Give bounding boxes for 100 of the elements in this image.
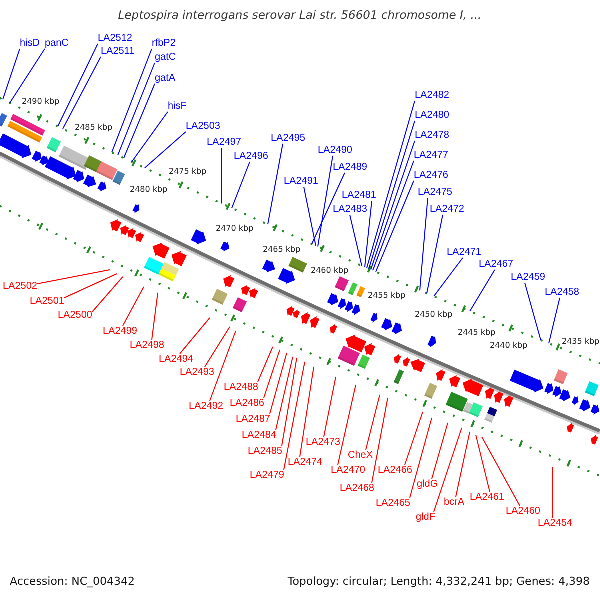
scale-label: 2460 kbp [311,266,349,276]
leader-line [410,418,432,498]
leader-line [180,318,210,354]
gene-label: LA2482 [415,90,450,101]
leader-line [350,214,362,266]
leader-line [282,358,298,446]
gene-label: LA2484 [242,430,276,441]
gene-label: LA2481 [342,190,376,201]
leader-line [548,298,560,344]
leader-line [376,180,414,272]
gene-label: LA2470 [331,465,366,476]
leader-line [318,156,334,248]
leader-line [404,412,424,466]
title: Leptospira interrogans serovar Lai str. 56601 chromosome I, ... [117,8,483,22]
leader-line [420,198,428,292]
gene-label: LA2512 [98,33,132,44]
gene-label: LA2491 [284,176,318,187]
leader-line [482,436,520,506]
gene-label: LA2477 [414,150,448,161]
gene-label: LA2493 [180,367,214,378]
leader-line [476,434,490,492]
gene-label: LA2485 [248,446,282,457]
leader-line [426,214,444,294]
leader-line [470,270,496,312]
leader-line [2,48,20,100]
gene-label: LA2498 [130,340,164,351]
leader-line [64,274,118,298]
gene-label: LA2486 [230,398,264,409]
leader-line [62,56,102,130]
gene-label: LA2466 [378,465,412,476]
gene-label: LA2483 [333,204,368,215]
leader-line [304,186,316,246]
scale-label: 2470 kbp [216,224,254,234]
gene-label: LA2502 [3,281,38,292]
scale-label: 2445 kbp [458,328,496,338]
leader-line [92,276,124,312]
gene-label: LA2468 [340,483,374,494]
gene-label: CheX [348,450,374,461]
leader-line [58,44,98,128]
scale-label: 2465 kbp [263,245,301,254]
gene-label: LA2501 [30,296,64,307]
leader-line [10,48,46,104]
gene-label: LA2471 [447,247,482,258]
leader-line [364,200,372,268]
leader-line [210,330,236,402]
gene-label: LA2473 [306,437,340,448]
leader-line [524,282,542,341]
leader-line [370,140,416,270]
leader-line [132,112,168,163]
scale-label: 2490 kbp [22,97,60,106]
leader-line [268,144,284,226]
gene-label: panC [45,38,69,49]
gene-label: LA2489 [333,162,368,173]
leader-line [366,100,416,269]
gene-label: LA2475 [418,187,452,198]
gene-label: LA2472 [430,204,464,215]
gene-label: LA2492 [189,401,224,412]
leader-line [118,62,156,156]
leader-line [312,172,346,245]
leader-line [258,346,274,382]
scale-label: 2485 kbp [75,122,113,132]
leader-line [434,258,464,298]
gene-label: LA2480 [415,110,450,121]
gene-label: LA2465 [376,498,410,509]
gene-label: LA2474 [288,457,322,468]
gene-label: LA2479 [250,470,284,481]
leader-line [124,84,156,159]
leader-line [284,362,306,470]
scale-label: 2480 kbp [130,184,168,194]
gene-label: LA2490 [318,145,352,156]
leader-line [372,160,414,272]
leader-line [152,292,158,340]
scale-label: 2440 kbp [490,341,528,350]
gene-label: hisF [168,101,187,112]
gene-label: LA2503 [186,121,220,132]
gene-label: LA2496 [234,151,268,162]
gene-label: LA2454 [538,518,572,529]
gene-label: LA2478 [415,130,450,141]
leader-line [276,356,294,430]
gene-label: bcrA [444,497,465,508]
gene-label: LA2476 [414,170,448,181]
gene-label: LA2488 [224,382,258,393]
scale-label: 2475 kbp [169,167,207,176]
scale-label: 2455 kbp [368,290,406,300]
leader-line [456,432,470,498]
leader-line [204,326,230,368]
footer-text: Topology: circular; Length: 4,332,241 bp; Genes: 4,398 [288,575,590,588]
gene-label: rfbP2 [152,38,176,49]
gene-label: gatC [155,52,176,63]
footer-text: Accession: NC_004342 [10,575,136,588]
gene-label: LA2458 [545,287,580,298]
leader-line [112,48,152,154]
gene-label: LA2467 [479,259,514,270]
leader-line [432,422,448,480]
gene-label: LA2459 [511,272,546,283]
gene-label: LA2511 [101,46,135,57]
gene-label: gatA [155,73,176,84]
gene-label: LA2499 [103,326,138,337]
leader-line [264,350,280,398]
gene-label: gldF [416,512,436,523]
